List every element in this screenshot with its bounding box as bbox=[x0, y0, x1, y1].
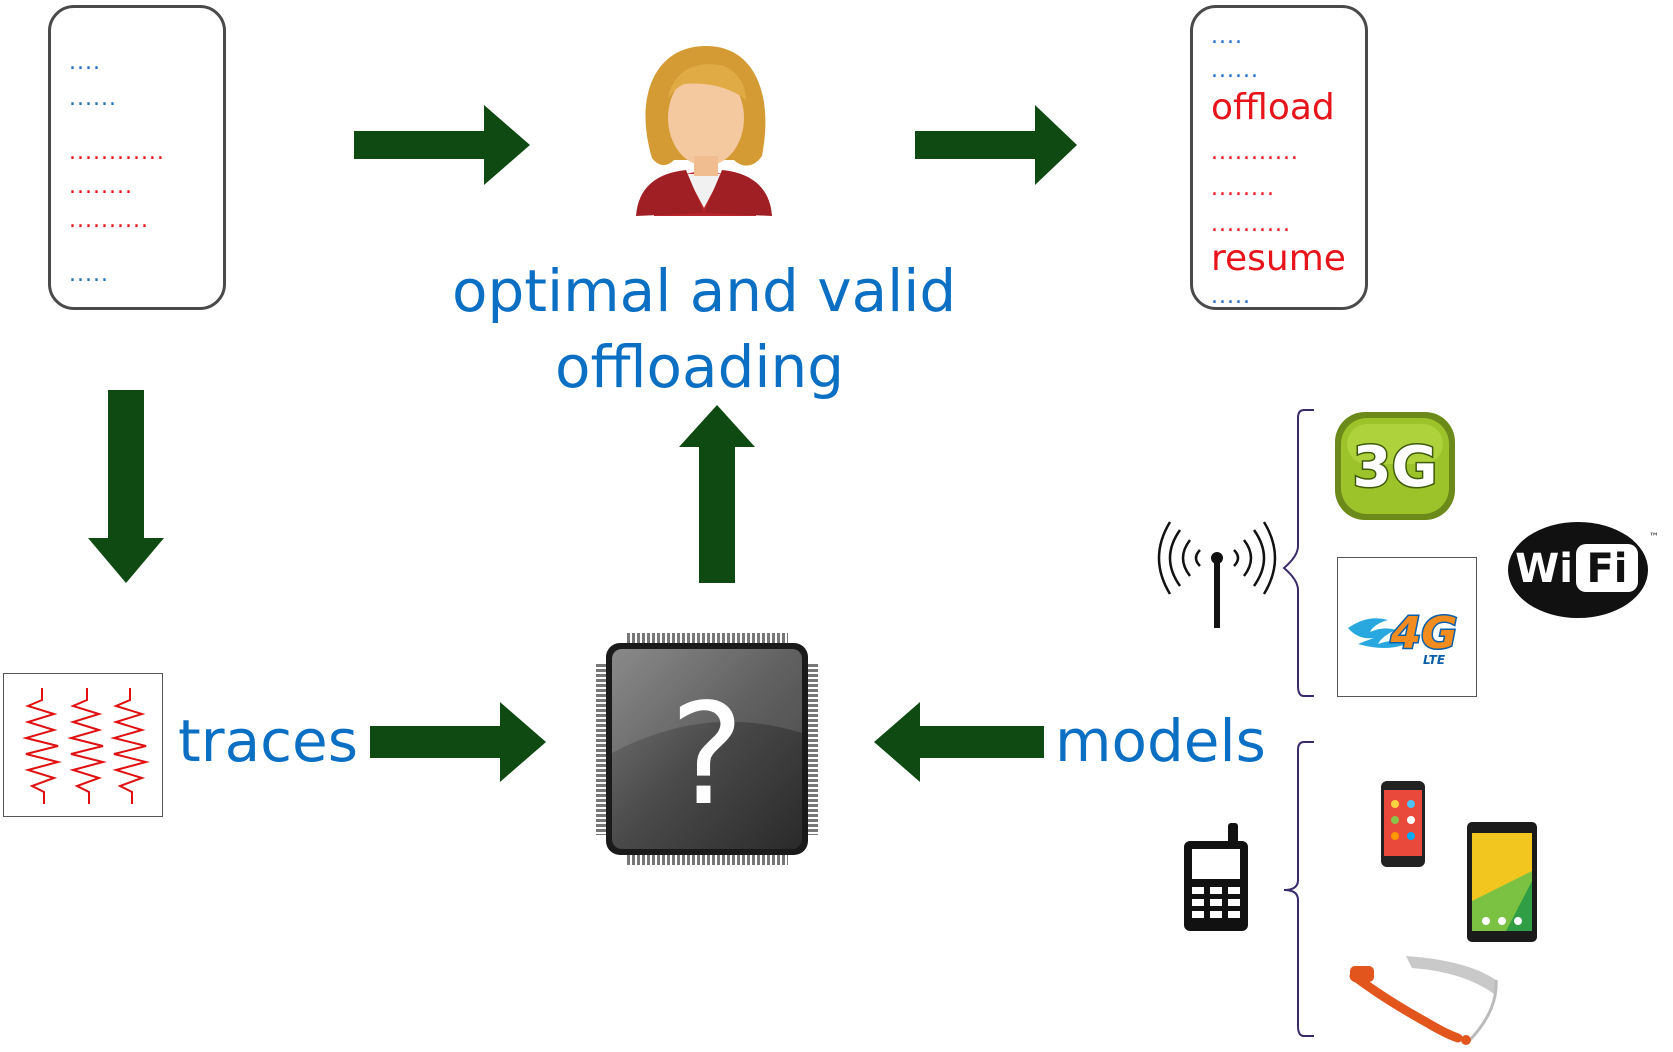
svg-text:LTE: LTE bbox=[1423, 653, 1446, 667]
resume-keyword: resume bbox=[1211, 238, 1346, 279]
offloaded-code-box: .... ...... offload ........... ........… bbox=[1190, 5, 1368, 310]
smartphone-icon bbox=[1381, 781, 1425, 867]
code-line: .... bbox=[69, 50, 101, 75]
chip-question-mark: ? bbox=[670, 674, 744, 837]
device-brace bbox=[1283, 741, 1314, 1037]
svg-text:Fi: Fi bbox=[1586, 546, 1627, 592]
code-line: ........... bbox=[1211, 140, 1299, 165]
person-icon bbox=[636, 46, 772, 216]
arrow-code-to-traces bbox=[88, 390, 164, 583]
code-line: .... bbox=[1211, 24, 1243, 49]
network-brace bbox=[1282, 409, 1314, 697]
code-line: ............ bbox=[69, 140, 165, 165]
traces-box bbox=[3, 673, 163, 817]
smart-glasses-icon bbox=[1349, 956, 1498, 1045]
code-line: ..... bbox=[1211, 284, 1251, 309]
cellphone-icon bbox=[1184, 823, 1248, 931]
3g-icon: 3G bbox=[1335, 412, 1455, 520]
processor-chip-icon: ? bbox=[596, 633, 818, 865]
trace-waveform-icon bbox=[22, 688, 150, 804]
code-line: ........ bbox=[1211, 176, 1275, 201]
traces-label: traces bbox=[178, 707, 358, 775]
svg-text:Wi: Wi bbox=[1515, 546, 1573, 592]
code-line: ...... bbox=[1211, 58, 1259, 83]
arrow-chip-to-result bbox=[679, 405, 755, 583]
wifi-icon: Wi Fi ™ bbox=[1508, 522, 1659, 618]
arrow-models-to-chip bbox=[874, 702, 1044, 782]
arrow-person-to-offloaded bbox=[915, 105, 1077, 185]
svg-text:™: ™ bbox=[1649, 532, 1659, 543]
svg-text:3G: 3G bbox=[1353, 435, 1438, 500]
result-label-line2: offloading bbox=[555, 333, 845, 401]
models-label: models bbox=[1055, 707, 1266, 775]
code-line: .......... bbox=[69, 208, 149, 233]
code-line: ........ bbox=[69, 174, 133, 199]
source-code-box: .... ...... ............ ........ ......… bbox=[48, 5, 226, 310]
arrow-traces-to-chip bbox=[370, 702, 546, 782]
antenna-icon bbox=[1157, 521, 1277, 628]
offload-keyword: offload bbox=[1211, 87, 1335, 128]
tablet-icon bbox=[1467, 822, 1537, 942]
code-line: ..... bbox=[69, 262, 109, 287]
arrow-code-to-person bbox=[354, 105, 530, 185]
4g-lte-icon: 4G LTE bbox=[1337, 557, 1477, 697]
svg-text:4G: 4G bbox=[1390, 608, 1458, 659]
code-line: ...... bbox=[69, 86, 117, 111]
result-label-line1: optimal and valid bbox=[452, 257, 957, 325]
code-line: .......... bbox=[1211, 212, 1291, 237]
